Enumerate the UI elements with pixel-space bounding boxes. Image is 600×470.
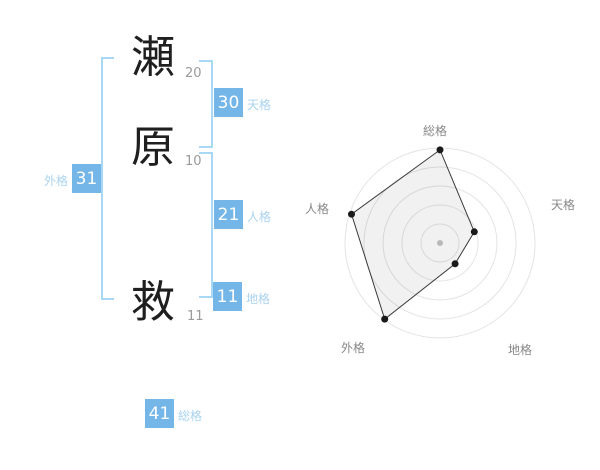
- bracket-tenkaku-bottom-tick: [199, 146, 212, 148]
- bracket-tenkaku-top-tick: [199, 60, 212, 62]
- bracket-jinkaku-vertical: [211, 152, 213, 298]
- radar-chart: [344, 146, 536, 339]
- radar-polygon: [350, 149, 475, 320]
- bracket-jinkaku-top-tick: [199, 152, 212, 154]
- tenkaku-label: 天格: [247, 98, 272, 112]
- radar-vertex-dot: [470, 228, 478, 236]
- chikaku-value-box: 11: [213, 282, 242, 311]
- radar-axis-label-gaikaku: 外格: [341, 341, 366, 355]
- stroke-count-1: 20: [185, 66, 202, 81]
- bracket-tenkaku-vertical: [211, 60, 213, 148]
- radar-axis-label-chikaku: 地格: [508, 343, 533, 357]
- stroke-count-2: 10: [185, 154, 202, 169]
- radar-ring: [401, 204, 479, 282]
- soukaku-value-box: 41: [145, 399, 174, 428]
- soukaku-label: 総格: [178, 409, 203, 423]
- radar-center-dot: [437, 240, 443, 246]
- name-char-3: 救: [131, 277, 175, 328]
- bracket-jinkaku-bottom-tick: [199, 296, 212, 298]
- gaikaku-label: 外格: [44, 174, 69, 188]
- radar-axis-label-soukaku: 総格: [423, 124, 448, 138]
- chikaku-label: 地格: [246, 292, 271, 306]
- bracket-outer-bottom-tick: [101, 298, 114, 300]
- radar-vertex-dot: [451, 260, 459, 268]
- jinkaku-value-box: 21: [214, 200, 243, 229]
- jinkaku-label: 人格: [247, 210, 272, 224]
- bracket-outer-vertical: [101, 57, 103, 300]
- tenkaku-value-box: 30: [214, 88, 243, 117]
- radar-vertex-dot: [436, 146, 444, 154]
- bracket-outer-top-tick: [101, 57, 114, 59]
- radar-ring: [382, 185, 498, 301]
- radar-ring: [420, 223, 460, 263]
- radar-ring: [363, 166, 517, 320]
- stroke-count-3: 11: [187, 309, 204, 324]
- gaikaku-value-box: 31: [72, 164, 101, 193]
- radar-axis-label-jinkaku: 人格: [305, 202, 330, 216]
- radar-vertex-dot: [381, 315, 389, 323]
- name-char-1: 瀬: [131, 32, 175, 83]
- radar-vertex-dot: [348, 210, 355, 218]
- name-char-2: 原: [131, 122, 175, 173]
- radar-axis-label-tenkaku: 天格: [551, 198, 576, 212]
